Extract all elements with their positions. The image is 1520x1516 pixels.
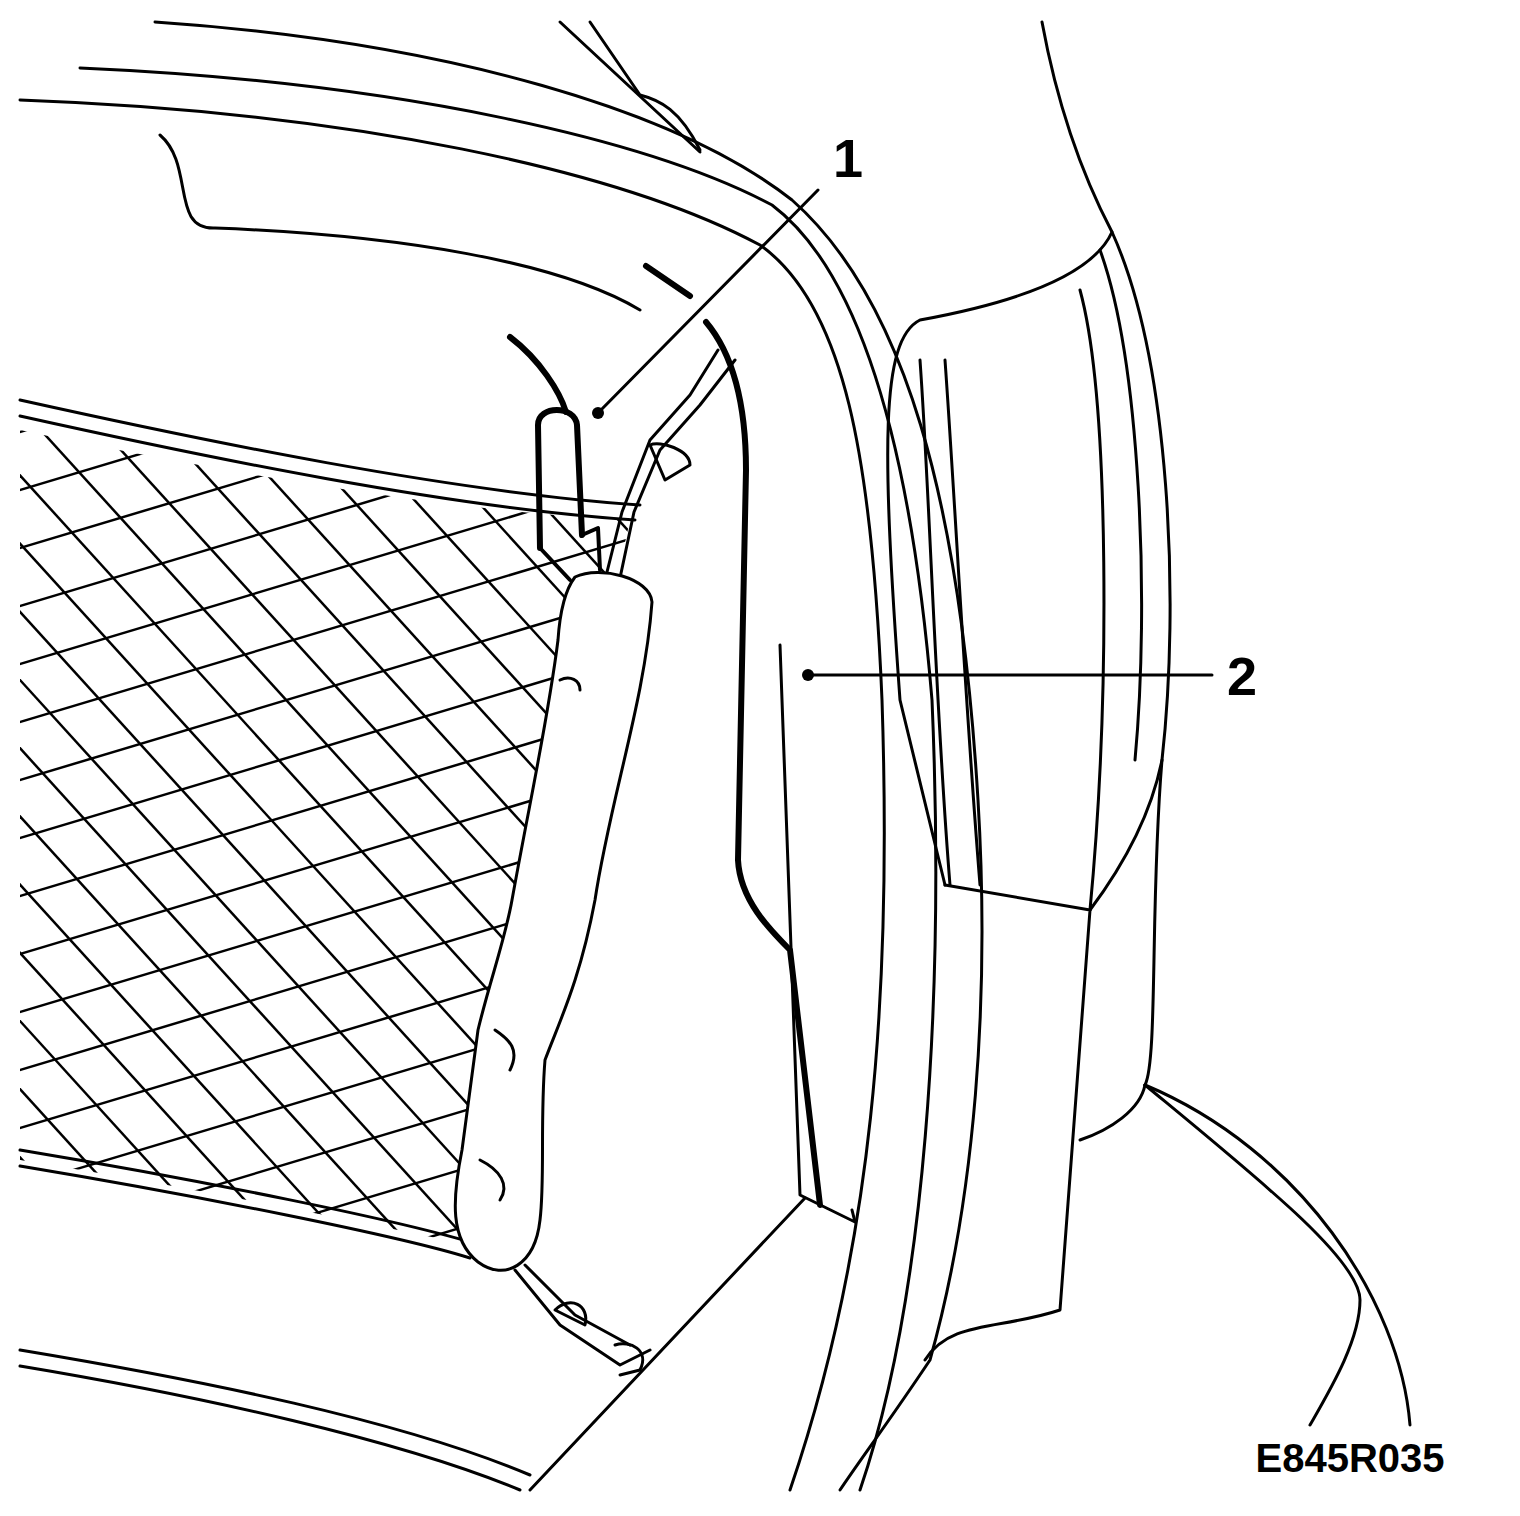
net-mesh-line <box>340 350 1158 1250</box>
net-mesh-line <box>0 350 104 1250</box>
net-mesh-line <box>0 350 352 1250</box>
net-mesh-line <box>0 350 228 1250</box>
net-mesh-line <box>0 1098 700 1308</box>
net-mesh-line <box>278 350 1096 1250</box>
net-mesh-line <box>0 350 42 1250</box>
callout-number: 2 <box>1225 648 1259 704</box>
net-mesh-line <box>0 350 476 1250</box>
net-mesh-line <box>0 344 700 554</box>
net-mesh-line <box>0 350 290 1250</box>
net-mesh-line <box>588 350 1406 1250</box>
net-mesh-line <box>0 350 166 1250</box>
net-mesh-line <box>0 1272 700 1482</box>
net-mesh-line <box>650 350 1468 1250</box>
net-mesh-line <box>0 170 700 380</box>
net-mesh-line <box>0 286 700 496</box>
net-mesh-line <box>0 1214 700 1424</box>
net-mesh-line <box>30 350 848 1250</box>
net-mesh-line <box>0 924 700 1134</box>
callout-number: 1 <box>831 130 865 186</box>
net-mesh-line <box>0 228 700 438</box>
net-mesh-line <box>216 350 1034 1250</box>
figure-code: E845R035 <box>1253 1437 1446 1479</box>
net-mesh-line <box>0 1040 700 1250</box>
net-mesh-line <box>0 350 538 1250</box>
net-mesh-line <box>0 982 700 1192</box>
net-mesh-line <box>526 350 1344 1250</box>
net-mesh-line <box>0 1156 700 1366</box>
net-mesh-line <box>0 350 786 1250</box>
